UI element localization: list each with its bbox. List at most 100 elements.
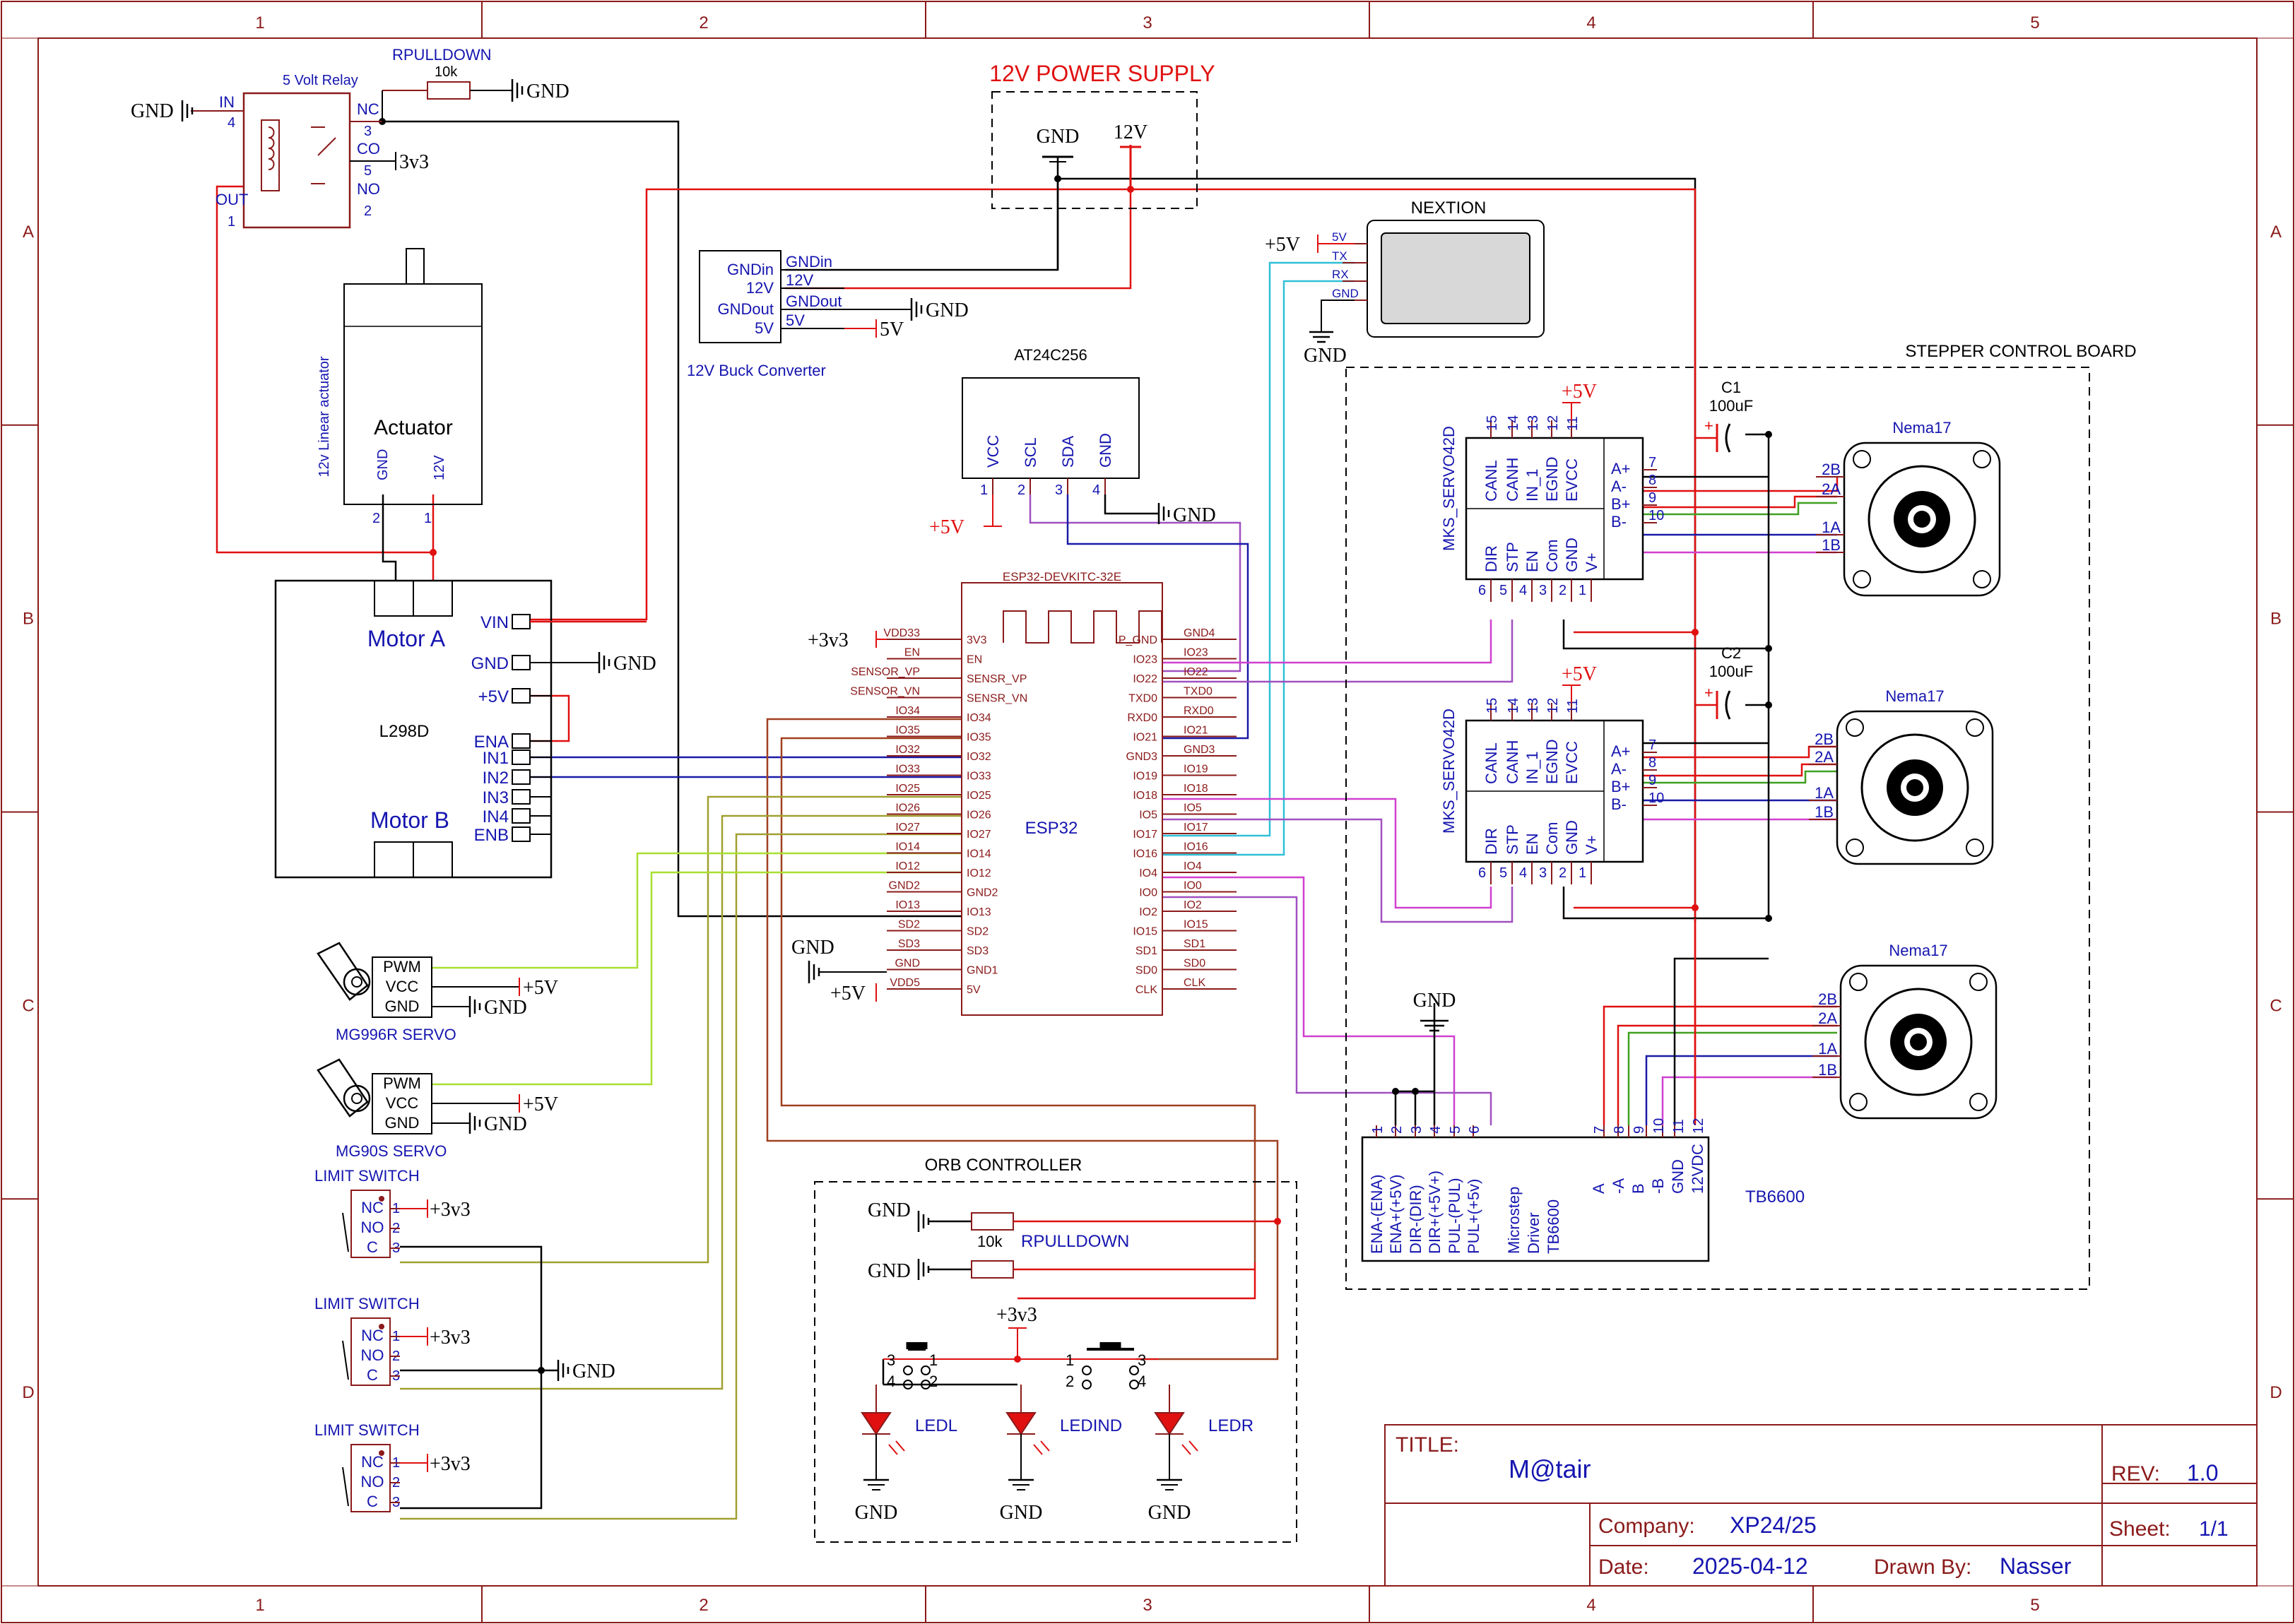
limit-switch-3v3: +3v3 bbox=[430, 1327, 471, 1349]
esp32-left-net: IO25 bbox=[895, 783, 920, 795]
tb6600-left-num: 6 bbox=[1467, 1126, 1482, 1134]
limit-switch-pin: C bbox=[367, 1493, 378, 1510]
buck-net-label: GNDout bbox=[786, 292, 842, 310]
esp32-left-pin: IO32 bbox=[967, 751, 991, 763]
orb-switch-pin: 1 bbox=[929, 1351, 938, 1369]
esp32-right-pin: SD1 bbox=[1135, 945, 1157, 957]
orb-switch-pin: 1 bbox=[1066, 1351, 1074, 1369]
mks-top-num: 15 bbox=[1485, 415, 1500, 431]
limit-switch-name: LIMIT SWITCH bbox=[314, 1421, 420, 1439]
power-supply-title: 12V POWER SUPPLY bbox=[989, 61, 1215, 86]
svg-text:10k: 10k bbox=[435, 64, 458, 80]
eeprom-pin-num: 2 bbox=[1017, 482, 1025, 498]
servo1-name: MG996R SERVO bbox=[336, 1026, 456, 1043]
nema17-coil-label: 1B bbox=[1815, 803, 1834, 821]
nextion-pin-label: TX bbox=[1332, 249, 1347, 263]
mks-bottom-pin: Com bbox=[1543, 540, 1561, 572]
svg-text:2: 2 bbox=[372, 511, 380, 526]
eeprom-pin-label: SDA bbox=[1059, 435, 1077, 468]
svg-text:Sheet:: Sheet: bbox=[2109, 1517, 2171, 1541]
esp32-left-pin: GND2 bbox=[967, 887, 998, 899]
mks-bottom-num: 4 bbox=[1519, 583, 1527, 598]
mks-right-pin: A- bbox=[1611, 760, 1627, 778]
svg-text:+5V: +5V bbox=[1265, 234, 1300, 256]
title-label: TITLE: bbox=[1396, 1433, 1459, 1457]
mks-right-num: 7 bbox=[1648, 455, 1656, 470]
nema17-coil-label: 1A bbox=[1822, 518, 1841, 536]
svg-text:1: 1 bbox=[424, 511, 432, 526]
l298d-pin-label: IN3 bbox=[483, 788, 509, 807]
nema17-coil-label: 1A bbox=[1818, 1040, 1837, 1057]
svg-text:NO: NO bbox=[357, 180, 380, 198]
mks-top-num: 14 bbox=[1506, 415, 1521, 431]
esp32-left-pin: 3V3 bbox=[967, 634, 987, 646]
power-supply-12v-label: 12V bbox=[1114, 121, 1148, 143]
orb-controller: ORB CONTROLLER GND 10k RPULLDOWN GND +3v… bbox=[814, 1156, 1297, 1543]
tb6600-right-num: 11 bbox=[1671, 1119, 1687, 1134]
esp32-part: ESP32-DEVKITC-32E bbox=[1003, 570, 1121, 583]
esp32-right-net: IO16 bbox=[1184, 841, 1208, 853]
esp32-right-net: IO5 bbox=[1184, 802, 1202, 814]
relay-3v3-label: 3v3 bbox=[399, 151, 429, 173]
mks-right-pin: B+ bbox=[1611, 495, 1631, 513]
tb6600-right-pin: -B bbox=[1649, 1178, 1667, 1194]
mks-5v-label: +5V bbox=[1562, 381, 1597, 403]
svg-text:RPULLDOWN: RPULLDOWN bbox=[392, 46, 492, 64]
esp32-left-net: GND2 bbox=[889, 880, 921, 892]
buck-name: 12V Buck Converter bbox=[687, 362, 826, 379]
svg-text:1: 1 bbox=[228, 214, 235, 230]
border-col-label: 4 bbox=[1586, 1596, 1595, 1615]
mks-top-num: 11 bbox=[1565, 416, 1581, 431]
mks-bottom-pin: V+ bbox=[1583, 552, 1600, 572]
esp32-left-pin: EN bbox=[967, 654, 982, 666]
orb-title: ORB CONTROLLER bbox=[925, 1156, 1082, 1175]
esp32-left-net: IO32 bbox=[895, 744, 920, 756]
esp32-left-net: EN bbox=[904, 647, 920, 659]
svg-text:+3v3: +3v3 bbox=[996, 1304, 1037, 1326]
drawn-by-value: Nasser bbox=[2000, 1553, 2072, 1579]
tb6600-left-num: 4 bbox=[1428, 1126, 1444, 1134]
svg-text:RPULLDOWN: RPULLDOWN bbox=[1021, 1232, 1129, 1251]
sheet-value: 1/1 bbox=[2199, 1517, 2229, 1541]
orb-led-label: LEDR bbox=[1208, 1416, 1253, 1435]
nema17-coil-label: 2A bbox=[1822, 480, 1841, 498]
mks-bottom-num: 1 bbox=[1579, 583, 1586, 598]
svg-text:+5V: +5V bbox=[523, 977, 558, 999]
mks-bottom-num: 2 bbox=[1559, 865, 1567, 881]
svg-text:GND: GND bbox=[613, 653, 656, 675]
eeprom-pin-num: 3 bbox=[1055, 482, 1063, 498]
mks-top-pin: CANH bbox=[1504, 458, 1521, 502]
esp32-left-net: SENSOR_VP bbox=[851, 666, 920, 678]
svg-text:100uF: 100uF bbox=[1709, 397, 1753, 415]
esp32-right-pin: IO22 bbox=[1133, 673, 1157, 685]
svg-text:10k: 10k bbox=[977, 1233, 1003, 1250]
mks-bottom-num: 3 bbox=[1539, 583, 1547, 598]
buck-net-label: 5V bbox=[786, 312, 805, 329]
mks-bottom-num: 1 bbox=[1579, 865, 1586, 881]
tb6600-right-num: 10 bbox=[1651, 1118, 1667, 1134]
orb-switch-pin: 4 bbox=[887, 1373, 895, 1390]
tb6600-right-pin: 12VDC bbox=[1689, 1144, 1706, 1194]
title-value: M@tair bbox=[1509, 1454, 1591, 1483]
border-col-label: 5 bbox=[2030, 13, 2039, 32]
border-col-label: 2 bbox=[699, 13, 708, 32]
limit-switch-3v3: +3v3 bbox=[430, 1453, 471, 1475]
tb6600-right-num: 9 bbox=[1632, 1126, 1647, 1134]
svg-text:4: 4 bbox=[228, 115, 235, 131]
relay-gnd-label: GND bbox=[131, 100, 174, 122]
mks-top-num: 11 bbox=[1565, 699, 1581, 713]
esp32-left-pin: SD3 bbox=[967, 945, 989, 957]
svg-text:+5V: +5V bbox=[929, 516, 964, 538]
svg-text:NC: NC bbox=[357, 100, 379, 118]
l298d-motor-a: Motor A bbox=[367, 626, 446, 651]
